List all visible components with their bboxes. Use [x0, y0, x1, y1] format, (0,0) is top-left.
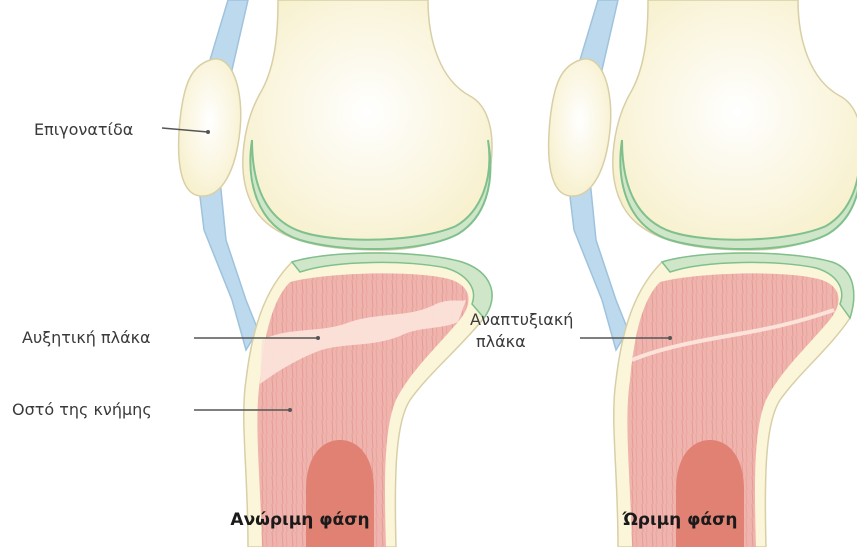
medullary-canal-left	[306, 440, 374, 547]
knee-mature	[549, 0, 857, 547]
caption-immature: Ανώριμη φάση	[230, 510, 370, 530]
caption-mature: Ώριμη φάση	[610, 510, 750, 530]
knee-immature	[179, 0, 492, 547]
patella-left	[179, 59, 241, 196]
label-growth-plate: Αυξητική πλάκα	[22, 328, 151, 348]
label-tibia: Οστό της κνήμης	[12, 400, 152, 420]
femur-right	[613, 0, 857, 250]
label-patella: Επιγονατίδα	[34, 120, 133, 140]
label-developmental-plate-line2: πλάκα	[476, 332, 526, 352]
label-developmental-plate-line1: Αναπτυξιακή	[470, 310, 573, 330]
medullary-canal-right	[676, 440, 744, 547]
patella-right	[549, 59, 611, 196]
femur-left	[243, 0, 492, 250]
